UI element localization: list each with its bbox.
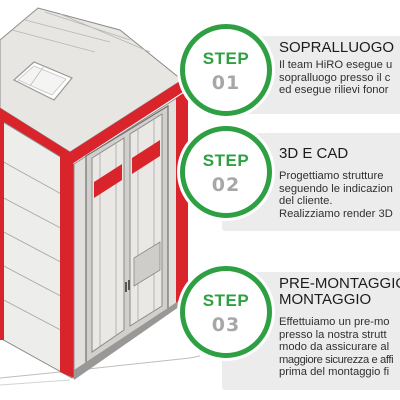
step-2-badge-label: STEP [202, 151, 250, 170]
step-1-badge-label: STEP [202, 49, 250, 68]
step-3-desc-line: modo da assicurare al [279, 341, 390, 353]
door-right-sign [132, 140, 160, 174]
step-2-desc-line: Realizziamo render 3D [279, 207, 393, 220]
step-3-desc-line: presso la nostra strutt [279, 328, 387, 341]
step-3-desc-line: Effettuiamo un pre-mo [279, 316, 390, 328]
step-1-desc-line: Il team HiRO esegue u [279, 59, 393, 71]
corner-post-red [60, 156, 74, 378]
roof-edge-red [0, 80, 186, 164]
step-2-badge: STEP 02 [180, 126, 272, 218]
step-2-desc-line: del cliente. [279, 195, 333, 207]
step-1-number: 01 [211, 72, 241, 94]
step-1-title: SOPRALLUOGO [279, 39, 395, 56]
step-2-desc-line: seguendo le indicazion [279, 182, 393, 195]
step-1-desc-line: sopralluogo presso il c [279, 71, 391, 84]
step-3-desc-line: maggiore sicurezza e affi [279, 353, 394, 366]
step-3-desc-line: prima del montaggio fi [279, 366, 390, 378]
door-left-sign [94, 164, 122, 198]
step-2-title: 3D E CAD [279, 145, 349, 162]
step-3-title-line: MONTAGGIO [279, 291, 372, 308]
step-3-title-line: PRE-MONTAGGIO [279, 275, 400, 292]
step-2-desc-line: Progettiamo strutture [279, 170, 384, 182]
step-1-badge: STEP 01 [180, 24, 272, 116]
step-3-title: PRE-MONTAGGIO MONTAGGIO [279, 276, 400, 308]
sound-booth-illustration [0, 7, 200, 386]
step-3-badge: STEP 03 [180, 266, 272, 358]
step-2-number: 02 [211, 174, 241, 196]
step-1-desc-line: ed esegue rilievi fonor [279, 84, 389, 96]
step-3-badge-label: STEP [202, 291, 250, 310]
step-1-description: Il team HiRO esegue u sopralluogo presso… [279, 59, 392, 97]
step-3-description: Effettuiamo un pre-mo presso la nostra s… [279, 316, 394, 379]
step-2-description: Progettiamo strutture seguendo le indica… [279, 170, 393, 220]
step-3-number: 03 [211, 314, 241, 336]
